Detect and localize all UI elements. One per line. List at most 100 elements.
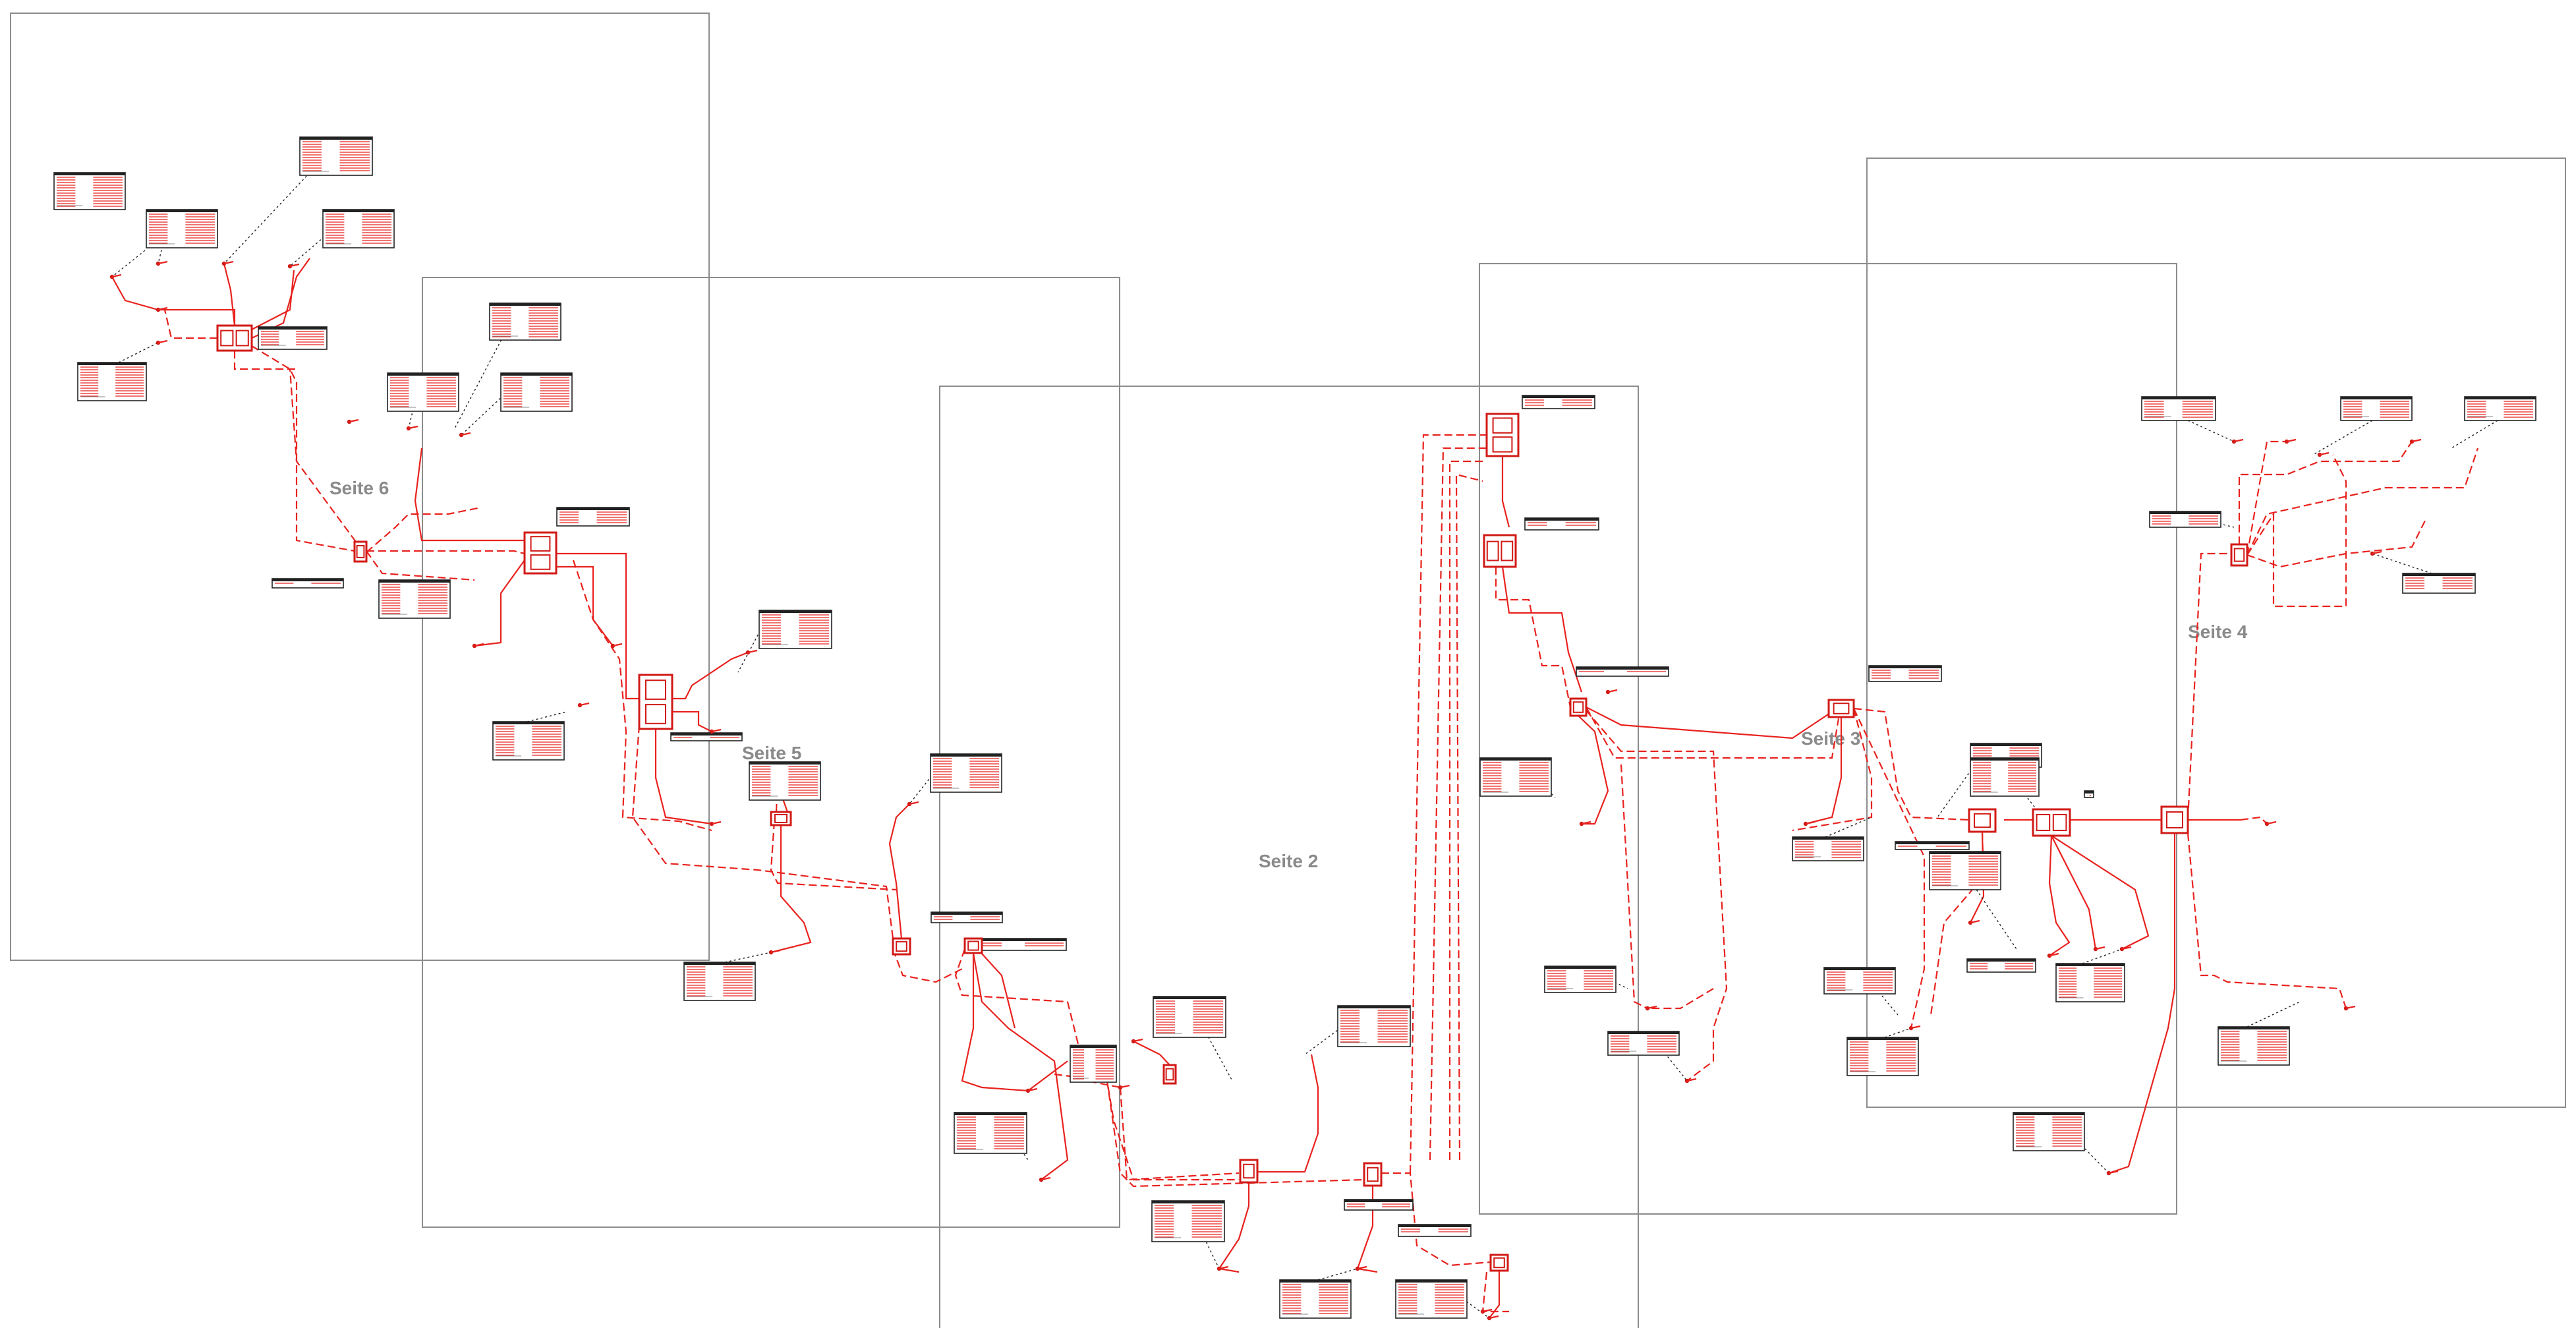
table-header (2013, 1112, 2084, 1115)
detail-table (299, 136, 373, 176)
consumer-terminal (768, 949, 781, 955)
leader-line (223, 172, 310, 264)
device-module (967, 940, 979, 951)
table-header (1338, 1006, 1410, 1008)
terminal-stub (711, 821, 722, 825)
leader-line (724, 952, 772, 963)
detail-table (1970, 757, 2040, 797)
detail-table (1395, 1279, 1468, 1319)
device-module (1492, 417, 1513, 434)
consumer-terminal (156, 306, 168, 312)
terminal-stub (747, 649, 758, 654)
terminal-stub (157, 306, 168, 311)
consumer-terminal (745, 649, 758, 655)
cable-dashed (2187, 832, 2347, 1009)
detail-table (1868, 665, 1942, 682)
terminal-stub (2108, 1170, 2119, 1174)
detail-table (1792, 836, 1864, 861)
consumer-terminal (1025, 1087, 1038, 1093)
terminal-stub (289, 263, 300, 268)
consumer-terminal (2093, 946, 2105, 952)
consumer-terminal (1480, 1308, 1493, 1314)
detail-table (322, 209, 395, 248)
table-frame (492, 721, 565, 761)
distribution-box (638, 674, 673, 730)
consumer-terminal (1039, 1176, 1051, 1182)
terminal-stub (2266, 821, 2277, 825)
consumer-terminal (1645, 1005, 1657, 1011)
consumer-terminal (2106, 1170, 2119, 1176)
consumer-terminal (1131, 1038, 1143, 1044)
device-module (896, 940, 907, 952)
cable-dashed (1495, 567, 1572, 708)
cable-dashed (289, 368, 357, 542)
detail-table (492, 721, 565, 761)
detail-table (556, 507, 630, 527)
detail-table (1522, 395, 1595, 409)
detail-table (1398, 1224, 1472, 1237)
table-frame (1479, 757, 1552, 797)
devices-layer (216, 324, 2248, 1272)
consumer-terminal (2343, 1005, 2356, 1011)
detail-table (930, 911, 1003, 923)
detail-table (670, 732, 743, 741)
terminal-stub (2411, 438, 2422, 443)
table-header (1522, 395, 1595, 398)
detail-table (1279, 1279, 1352, 1319)
consumer-terminal (221, 260, 234, 266)
consumer-terminal (1605, 689, 1618, 695)
detail-table (1966, 958, 2036, 973)
detail-table (1070, 1045, 1117, 1083)
cable-dashed (1054, 1073, 1239, 1181)
table-header (930, 754, 1002, 757)
device-module (1501, 540, 1514, 562)
cable-solid (1356, 1186, 1378, 1273)
consumer-terminal (2047, 952, 2059, 958)
table-header (1895, 842, 1969, 844)
cable-dashed (366, 550, 525, 555)
cable-solid (654, 729, 712, 825)
page-frame-seite-4 (1866, 158, 2566, 1108)
leader-line (2451, 420, 2498, 449)
terminal-stub (1581, 821, 1591, 825)
distribution-box (770, 811, 792, 826)
terminal-stub (474, 643, 484, 647)
device-module (1243, 1163, 1255, 1179)
terminal-stub (2233, 438, 2244, 443)
cable-solid (888, 803, 910, 939)
consumer-terminal (2370, 550, 2382, 556)
cable-dashed (1381, 1172, 1491, 1267)
consumer-terminal (2409, 438, 2422, 444)
table-header (387, 373, 459, 376)
table-header (1847, 1037, 1918, 1040)
table-header (684, 962, 755, 965)
detail-table (1151, 1200, 1225, 1242)
terminal-stub (461, 432, 471, 436)
consumer-terminal (709, 821, 722, 826)
table-header (1480, 758, 1551, 761)
cable-solid (251, 270, 295, 330)
table-header (1280, 1280, 1351, 1283)
device-module (235, 330, 249, 347)
cable-solid (2108, 833, 2176, 1174)
cable-solid (1501, 566, 1583, 693)
table-frame (683, 962, 756, 1001)
detail-table (53, 172, 126, 210)
detail-table (2149, 511, 2221, 528)
table-frame (2013, 1112, 2085, 1151)
terminal-stub (1910, 1025, 1921, 1029)
cable-solid (770, 825, 812, 954)
device-module (1493, 1257, 1505, 1269)
cable-solid (251, 258, 310, 339)
tables-layer (53, 136, 2536, 1319)
table-header (2056, 964, 2125, 966)
device-module (1492, 436, 1513, 453)
cable-dashed (1853, 707, 1970, 821)
table-header (2465, 397, 2536, 399)
terminal-stub (157, 339, 168, 344)
leader-line (1825, 817, 1872, 838)
table-frame (77, 362, 147, 401)
table-header (1970, 758, 2039, 761)
page-frame-seite-5 (422, 277, 1120, 1228)
device-module (530, 536, 551, 552)
